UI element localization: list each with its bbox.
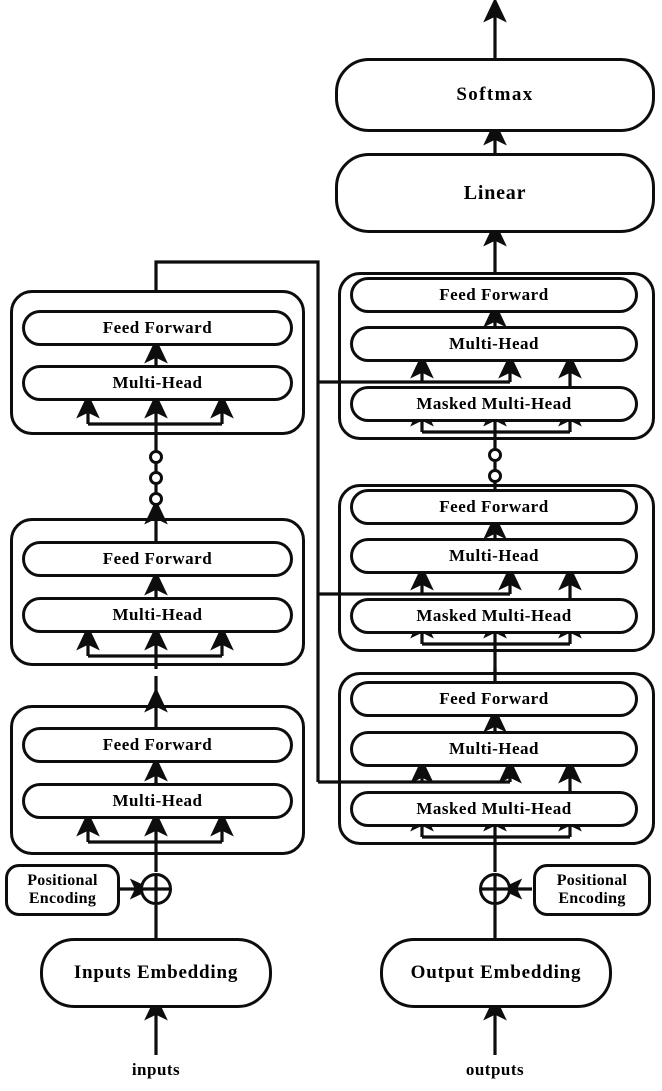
encoder-block-middle	[10, 518, 305, 666]
multi-head-label: Multi-Head	[449, 334, 539, 354]
linear-label: Linear	[463, 181, 527, 204]
decoder-bottom-feed-forward: Feed Forward	[350, 681, 638, 717]
encoder-bottom-feed-forward: Feed Forward	[22, 727, 293, 763]
masked-multi-head-label: Masked Multi-Head	[416, 394, 572, 414]
multi-head-label: Multi-Head	[449, 739, 539, 759]
output-embedding-box: Output Embedding	[380, 938, 612, 1008]
decoder-add-circle	[479, 873, 511, 905]
decoder-middle-multi-head: Multi-Head	[350, 538, 638, 574]
encoder-block-top	[10, 290, 305, 435]
multi-head-label: Multi-Head	[112, 791, 203, 811]
encoder-bottom-multi-head: Multi-Head	[22, 783, 293, 819]
decoder-bottom-multi-head: Multi-Head	[350, 731, 638, 767]
decoder-middle-masked-multi-head: Masked Multi-Head	[350, 598, 638, 634]
decoder-positional-encoding-box: Positional Encoding	[533, 864, 651, 916]
decoder-repeat-dot	[488, 448, 502, 462]
outputs-label: outputs	[465, 1060, 525, 1079]
multi-head-label: Multi-Head	[112, 605, 203, 625]
encoder-top-feed-forward: Feed Forward	[22, 310, 293, 346]
output-embedding-label: Output Embedding	[410, 962, 582, 984]
encoder-block-bottom	[10, 705, 305, 855]
decoder-top-feed-forward: Feed Forward	[350, 277, 638, 313]
decoder-block-top	[338, 272, 655, 440]
feed-forward-label: Feed Forward	[102, 318, 213, 338]
feed-forward-label: Feed Forward	[439, 497, 549, 517]
decoder-top-masked-multi-head: Masked Multi-Head	[350, 386, 638, 422]
softmax-label: Softmax	[456, 84, 534, 106]
encoder-positional-encoding-box: Positional Encoding	[5, 864, 120, 916]
decoder-block-bottom	[338, 672, 655, 845]
encoder-top-multi-head: Multi-Head	[22, 365, 293, 401]
multi-head-label: Multi-Head	[112, 373, 203, 393]
decoder-top-multi-head: Multi-Head	[350, 326, 638, 362]
feed-forward-label: Feed Forward	[102, 735, 213, 755]
multi-head-label: Multi-Head	[449, 546, 539, 566]
feed-forward-label: Feed Forward	[102, 549, 213, 569]
softmax-box: Softmax	[335, 58, 655, 132]
feed-forward-label: Feed Forward	[439, 285, 549, 305]
linear-box: Linear	[335, 153, 655, 233]
decoder-bottom-masked-multi-head: Masked Multi-Head	[350, 791, 638, 827]
decoder-block-middle	[338, 484, 655, 652]
inputs-label: inputs	[131, 1060, 181, 1079]
decoder-middle-feed-forward: Feed Forward	[350, 489, 638, 525]
masked-multi-head-label: Masked Multi-Head	[416, 606, 572, 626]
encoder-add-circle	[140, 873, 172, 905]
encoder-middle-feed-forward: Feed Forward	[22, 541, 293, 577]
encoder-repeat-dot	[149, 471, 163, 485]
feed-forward-label: Feed Forward	[439, 689, 549, 709]
positional-encoding-label: Positional Encoding	[556, 872, 628, 907]
decoder-repeat-dot	[488, 469, 502, 483]
inputs-embedding-label: Inputs Embedding	[73, 962, 239, 984]
encoder-repeat-dot	[149, 450, 163, 464]
encoder-middle-multi-head: Multi-Head	[22, 597, 293, 633]
masked-multi-head-label: Masked Multi-Head	[416, 799, 572, 819]
encoder-repeat-dot	[149, 492, 163, 506]
positional-encoding-label: Positional Encoding	[27, 872, 98, 907]
inputs-embedding-box: Inputs Embedding	[40, 938, 272, 1008]
